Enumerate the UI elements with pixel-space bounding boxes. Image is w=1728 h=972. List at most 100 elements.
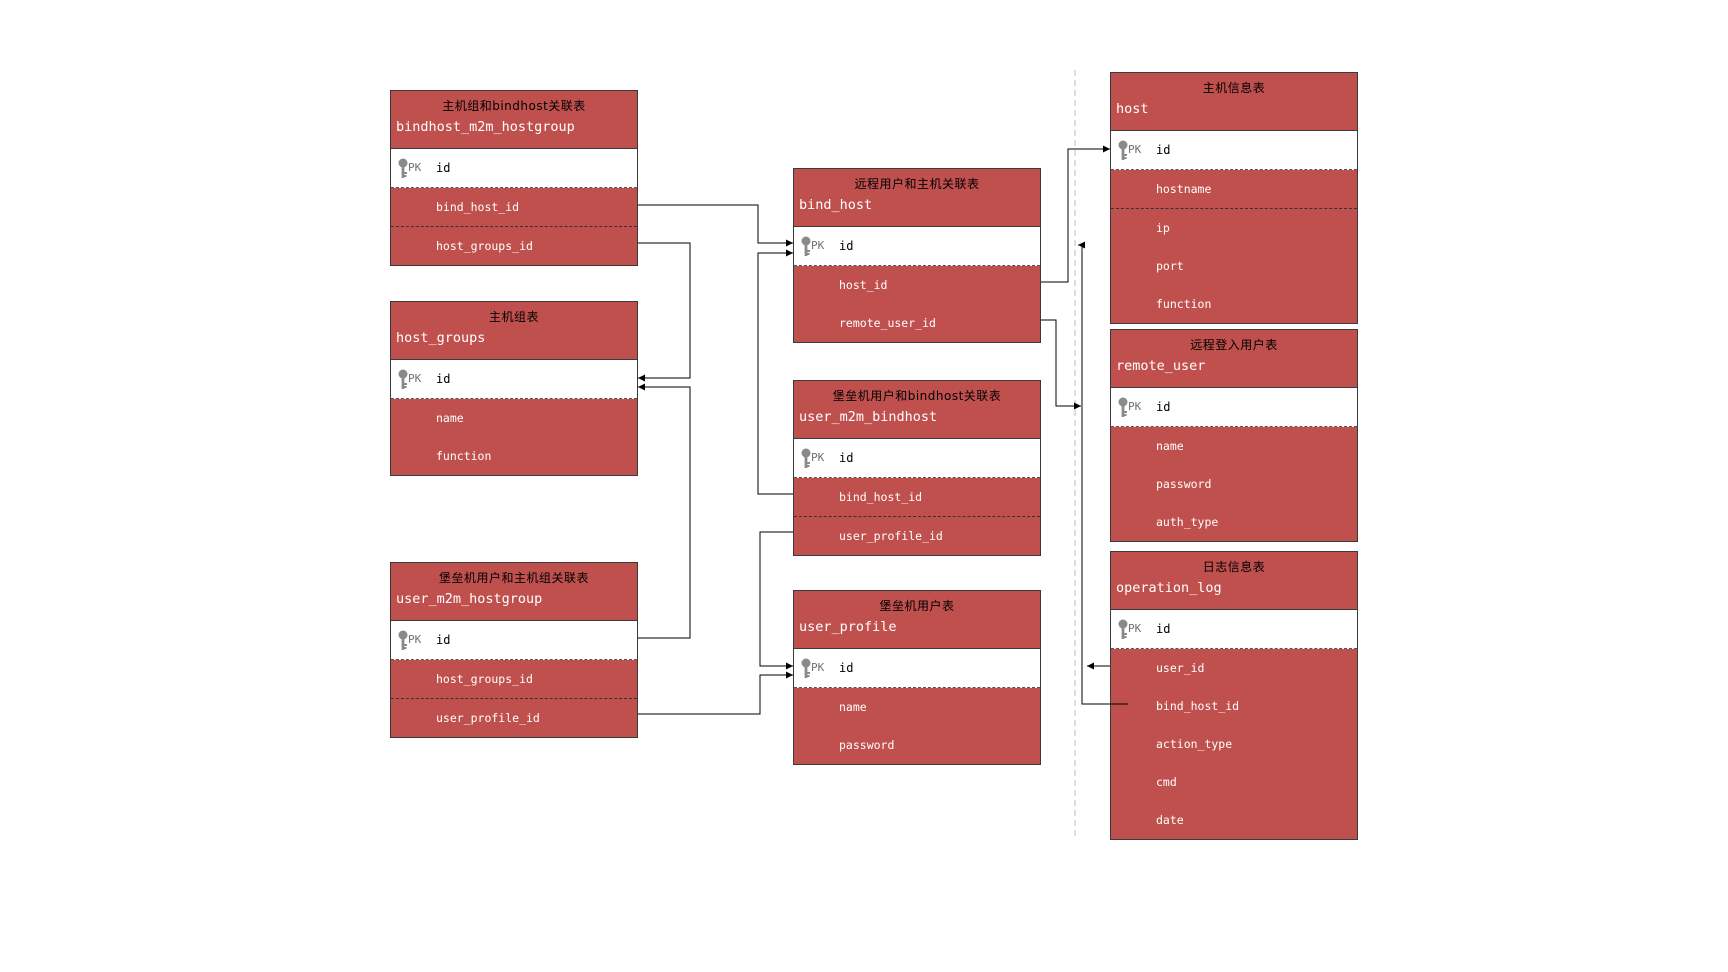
table-header: 日志信息表 operation_log — [1111, 552, 1357, 610]
table-label: 日志信息表 — [1202, 560, 1266, 574]
field-row[interactable]: cmd — [1111, 763, 1357, 801]
relation-user-hostgroup-to-userprofile — [638, 671, 793, 715]
table-bind-host[interactable]: 远程用户和主机关联表 bind_host PK id host_id remot… — [793, 168, 1041, 343]
table-operation-log[interactable]: 日志信息表 operation_log PK id user_id bind_h… — [1110, 551, 1358, 840]
field-row[interactable]: ip — [1111, 209, 1357, 247]
field-row[interactable]: host_groups_id — [391, 227, 637, 265]
field-name: name — [839, 700, 867, 714]
field-row[interactable]: host_groups_id — [391, 660, 637, 699]
field-name: hostname — [1156, 182, 1212, 196]
table-user-m2m-hostgroup[interactable]: 堡垒机用户和主机组关联表 user_m2m_hostgroup PK id ho… — [390, 562, 638, 738]
pk-field: id — [1156, 622, 1171, 636]
field-name: bind_host_id — [436, 200, 520, 214]
field-name: user_id — [1156, 661, 1205, 675]
field-name: name — [1156, 439, 1184, 453]
pk-row[interactable]: PK id — [391, 360, 637, 399]
pk-row[interactable]: PK id — [391, 149, 637, 188]
pk-row[interactable]: PK id — [794, 439, 1040, 478]
relation-bindhost-hostgroup-to-hostgroups — [638, 242, 691, 382]
pk-tag: PK — [811, 239, 825, 252]
key-icon — [398, 630, 408, 650]
table-label: 远程登入用户表 — [1190, 338, 1278, 352]
relation-bindhost-hostgroup-to-bindhost — [638, 204, 793, 247]
field-row[interactable]: name — [391, 399, 637, 437]
table-host[interactable]: 主机信息表 host PK id hostname ip port functi… — [1110, 72, 1358, 324]
table-label: 主机信息表 — [1202, 81, 1266, 95]
table-name: user_m2m_bindhost — [799, 409, 938, 425]
pk-field: id — [436, 161, 451, 175]
field-row[interactable]: remote_user_id — [794, 304, 1040, 342]
pk-field: id — [839, 239, 854, 253]
table-label: 堡垒机用户和bindhost关联表 — [832, 389, 1002, 403]
field-row[interactable]: auth_type — [1111, 503, 1357, 541]
field-name: host_id — [839, 278, 888, 292]
relation-user-bindhost-to-bindhost — [757, 249, 793, 495]
pk-row[interactable]: PK id — [391, 621, 637, 660]
field-name: cmd — [1156, 775, 1177, 789]
field-row[interactable]: user_profile_id — [391, 699, 637, 737]
field-row[interactable]: password — [1111, 465, 1357, 503]
table-user-m2m-bindhost[interactable]: 堡垒机用户和bindhost关联表 user_m2m_bindhost PK i… — [793, 380, 1041, 556]
field-row[interactable]: action_type — [1111, 725, 1357, 763]
table-header: 远程用户和主机关联表 bind_host — [794, 169, 1040, 227]
table-name: remote_user — [1116, 358, 1206, 374]
key-icon — [398, 158, 408, 178]
relation-bindhost-to-remoteuser — [1041, 319, 1081, 410]
pk-row[interactable]: PK id — [794, 649, 1040, 688]
field-name: user_profile_id — [839, 529, 943, 543]
pk-row[interactable]: PK id — [1111, 388, 1357, 427]
table-header: 远程登入用户表 remote_user — [1111, 330, 1357, 388]
field-row[interactable]: bind_host_id — [1111, 687, 1357, 725]
field-name: bind_host_id — [1156, 699, 1240, 713]
table-bindhost-m2m-hostgroup[interactable]: 主机组和bindhost关联表 bindhost_m2m_hostgroup P… — [390, 90, 638, 266]
pk-row[interactable]: PK id — [794, 227, 1040, 266]
field-name: date — [1156, 813, 1184, 827]
field-row[interactable]: bind_host_id — [794, 478, 1040, 517]
table-header: 主机信息表 host — [1111, 73, 1357, 131]
field-row[interactable]: date — [1111, 801, 1357, 839]
table-header: 主机组和bindhost关联表 bindhost_m2m_hostgroup — [391, 91, 637, 149]
field-row[interactable]: host_id — [794, 266, 1040, 304]
table-label: 主机组和bindhost关联表 — [442, 99, 586, 113]
key-icon — [801, 236, 811, 256]
field-name: name — [436, 411, 464, 425]
table-name: user_m2m_hostgroup — [396, 591, 543, 607]
table-label: 主机组表 — [488, 310, 539, 324]
field-row[interactable]: name — [1111, 427, 1357, 465]
table-name: host_groups — [396, 330, 486, 346]
pk-tag: PK — [408, 633, 422, 646]
pk-tag: PK — [408, 161, 422, 174]
key-icon — [801, 448, 811, 468]
key-icon — [1118, 140, 1128, 160]
relation-user-bindhost-to-userprofile — [759, 531, 793, 670]
field-row[interactable]: user_id — [1111, 649, 1357, 687]
pk-row[interactable]: PK id — [1111, 610, 1357, 649]
field-name: ip — [1156, 221, 1170, 235]
table-name: user_profile — [799, 619, 897, 635]
table-name: bind_host — [799, 197, 873, 213]
table-header: 堡垒机用户和主机组关联表 user_m2m_hostgroup — [391, 563, 637, 621]
field-name: password — [839, 738, 895, 752]
table-user-profile[interactable]: 堡垒机用户表 user_profile PK id name password — [793, 590, 1041, 765]
table-host-groups[interactable]: 主机组表 host_groups PK id name function — [390, 301, 638, 476]
field-row[interactable]: bind_host_id — [391, 188, 637, 227]
field-row[interactable]: name — [794, 688, 1040, 726]
field-row[interactable]: user_profile_id — [794, 517, 1040, 555]
pk-field: id — [1156, 143, 1171, 157]
relation-bindhost-to-host — [1041, 145, 1110, 283]
table-remote-user[interactable]: 远程登入用户表 remote_user PK id name password … — [1110, 329, 1358, 542]
table-label: 堡垒机用户和主机组关联表 — [438, 571, 589, 585]
pk-field: id — [1156, 400, 1171, 414]
pk-row[interactable]: PK id — [1111, 131, 1357, 170]
field-row[interactable]: password — [794, 726, 1040, 764]
field-row[interactable]: function — [1111, 285, 1357, 323]
field-row[interactable]: port — [1111, 247, 1357, 285]
table-name: bindhost_m2m_hostgroup — [396, 119, 575, 135]
field-name: remote_user_id — [839, 316, 936, 330]
pk-field: id — [839, 661, 854, 675]
field-row[interactable]: hostname — [1111, 170, 1357, 209]
table-header: 堡垒机用户表 user_profile — [794, 591, 1040, 649]
key-icon — [398, 369, 408, 389]
field-row[interactable]: function — [391, 437, 637, 475]
